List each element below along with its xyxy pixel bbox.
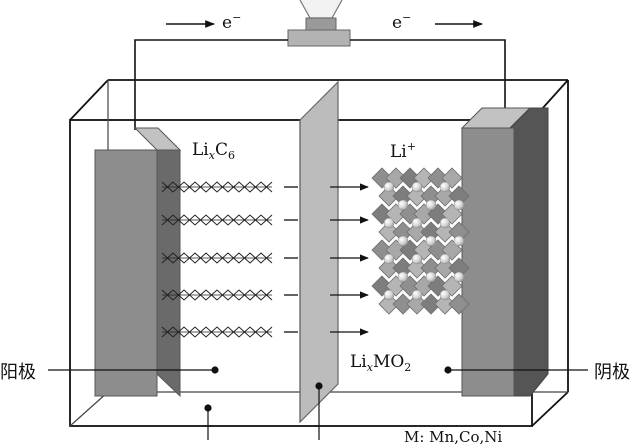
octahedron (378, 221, 400, 243)
electron-label-left: e− (222, 11, 242, 33)
octahedron (434, 293, 456, 315)
li-sphere (383, 181, 395, 193)
octahedron (434, 221, 456, 243)
octahedron (378, 185, 400, 207)
li-sphere (411, 289, 423, 301)
cathode-crystal-lattice (371, 167, 470, 315)
li-sphere (411, 181, 423, 193)
li-sphere (383, 289, 395, 301)
graphite-layers (161, 181, 273, 338)
label-leader-lines (48, 366, 588, 440)
electron-label-right: e− (392, 11, 412, 33)
octahedron (378, 293, 400, 315)
octahedron (406, 221, 428, 243)
octahedron (448, 293, 470, 315)
octahedron (406, 185, 428, 207)
octahedron (378, 257, 400, 279)
cathode-material-label: LixMO2 (350, 352, 412, 374)
octahedron (420, 293, 442, 315)
anode-label: 阳极 (0, 362, 36, 383)
octahedron (434, 185, 456, 207)
anode-material-label: LixC6 (192, 140, 235, 162)
cathode-label: 阴极 (594, 362, 630, 383)
graphite-layer (161, 252, 273, 264)
load-bulb (287, 0, 351, 47)
li-sphere (411, 253, 423, 265)
li-sphere (453, 235, 465, 247)
li-sphere (453, 271, 465, 283)
li-ion-label: Li+ (390, 140, 416, 162)
anode-electrode (94, 127, 182, 398)
graphite-layer (161, 214, 273, 226)
li-sphere (425, 199, 437, 211)
li-sphere (439, 289, 451, 301)
external-circuit-wire (134, 39, 506, 130)
separator-membrane (299, 80, 339, 424)
li-sphere (397, 271, 409, 283)
li-sphere (397, 199, 409, 211)
li-sphere (425, 271, 437, 283)
octahedron (434, 257, 456, 279)
graphite-layer (161, 326, 273, 338)
metal-list-label: M: Mn,Co,Ni (404, 428, 503, 446)
li-sphere (383, 217, 395, 229)
li-sphere (453, 199, 465, 211)
li-sphere (439, 181, 451, 193)
octahedron (406, 257, 428, 279)
graphite-layer (161, 181, 273, 193)
li-sphere (397, 235, 409, 247)
li-ion-migration-arrows (284, 183, 369, 336)
li-sphere (411, 217, 423, 229)
li-sphere (383, 253, 395, 265)
li-sphere (425, 235, 437, 247)
graphite-layer (161, 289, 273, 301)
li-sphere (439, 217, 451, 229)
octahedron (392, 293, 414, 315)
li-sphere (439, 253, 451, 265)
octahedron (406, 293, 428, 315)
cathode-electrode (460, 107, 549, 397)
